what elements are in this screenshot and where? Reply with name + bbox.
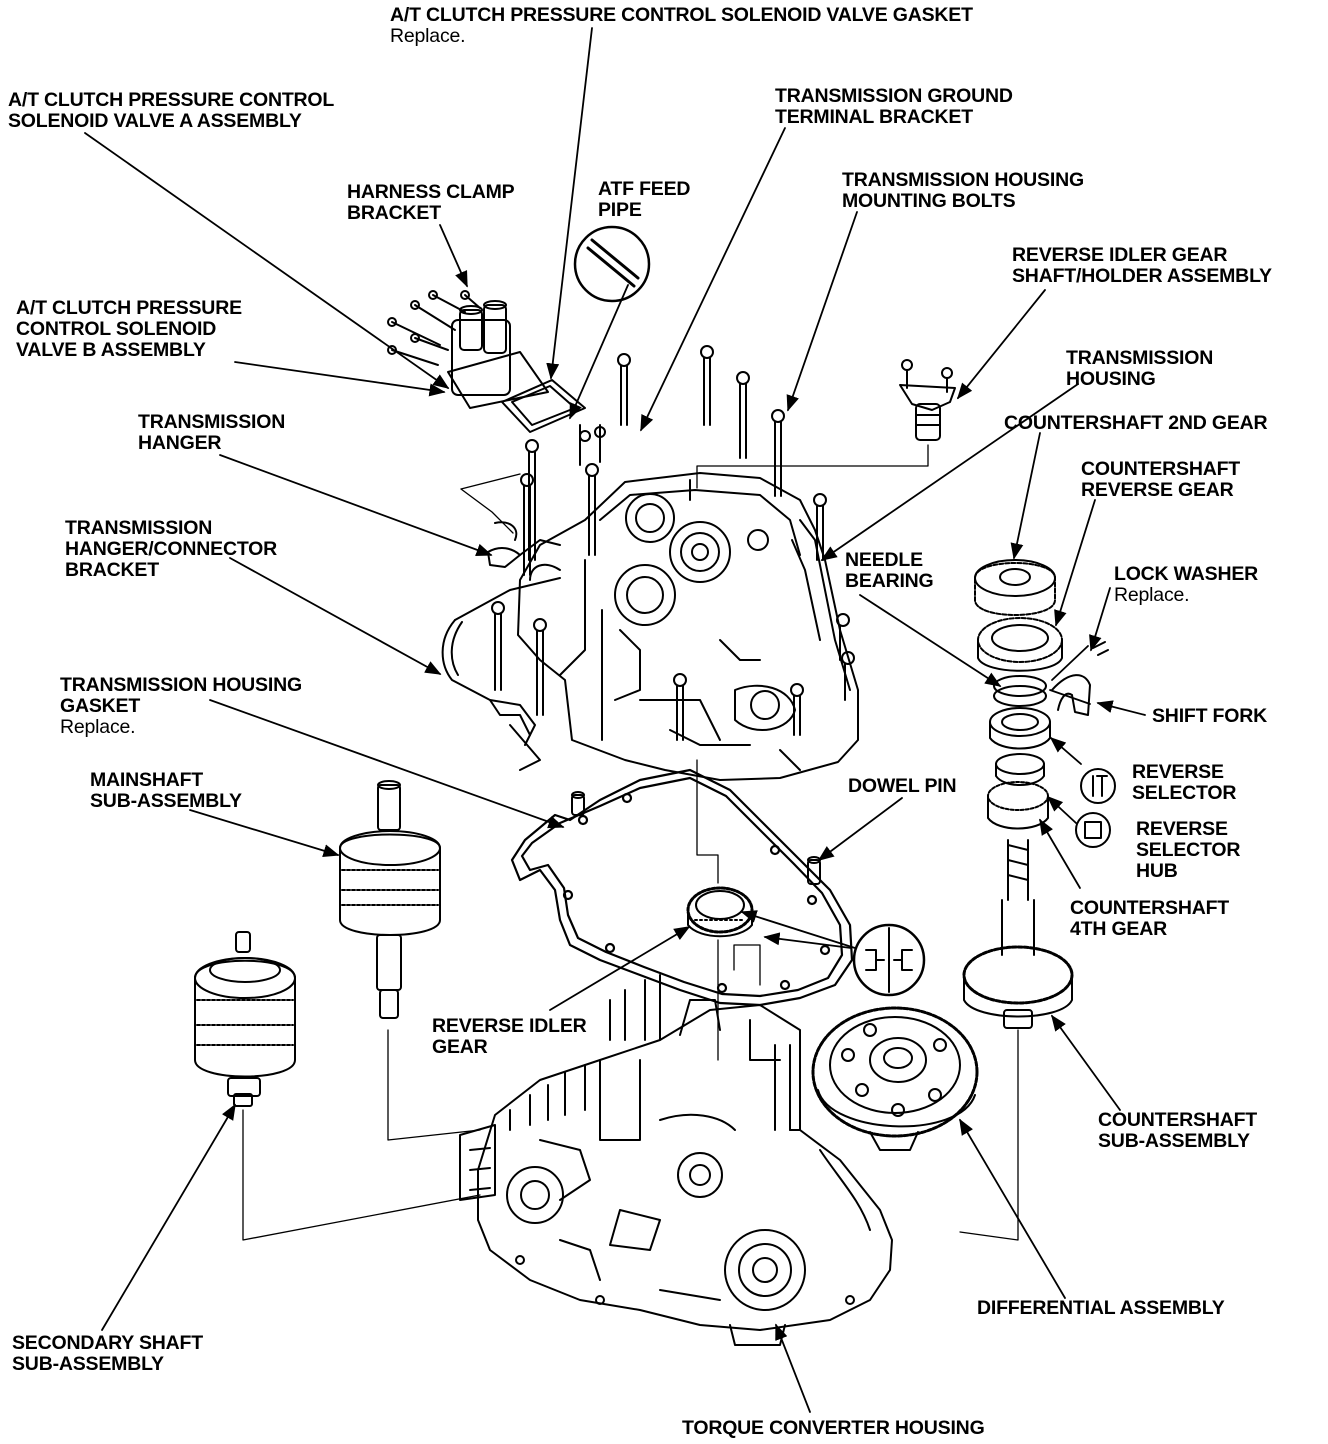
label-shift-fork: SHIFT FORK: [1152, 705, 1267, 727]
housing-gasket-part: [510, 768, 854, 1007]
torque-converter-housing-part: [459, 974, 893, 1346]
transmission-housing-part: [517, 472, 859, 781]
mainshaft-part: [339, 780, 441, 1019]
secondary-shaft-part: [194, 931, 296, 1107]
reverse-idler-shaft-holder: [899, 359, 956, 441]
housing-bolts: [491, 345, 855, 741]
label-differential-assembly: DIFFERENTIAL ASSEMBLY: [977, 1297, 1225, 1319]
label-torque-converter-housing: TORQUE CONVERTER HOUSING: [682, 1417, 985, 1439]
solenoid-assemblies: [387, 290, 606, 466]
label-dowel-pin: DOWEL PIN: [848, 775, 957, 797]
leader-lines: [84, 27, 1146, 1413]
reverse-idler-gear-part: [686, 886, 754, 938]
dowel-detail: [852, 923, 926, 997]
countershaft-stack: [962, 559, 1116, 1029]
atf-pipe-detail: [573, 225, 651, 303]
leader-lines-secondary: [740, 645, 1091, 949]
label-solenoid-valve-gasket: A/T CLUTCH PRESSURE CONTROL SOLENOID VAL…: [390, 4, 973, 47]
label-countershaft-2nd-gear: COUNTERSHAFT 2ND GEAR: [1004, 412, 1268, 434]
hanger-connector-bracket: [441, 521, 561, 771]
differential-part: [811, 1006, 979, 1151]
alignment-lines: [242, 444, 1019, 1241]
dowel-pins: [571, 791, 821, 885]
